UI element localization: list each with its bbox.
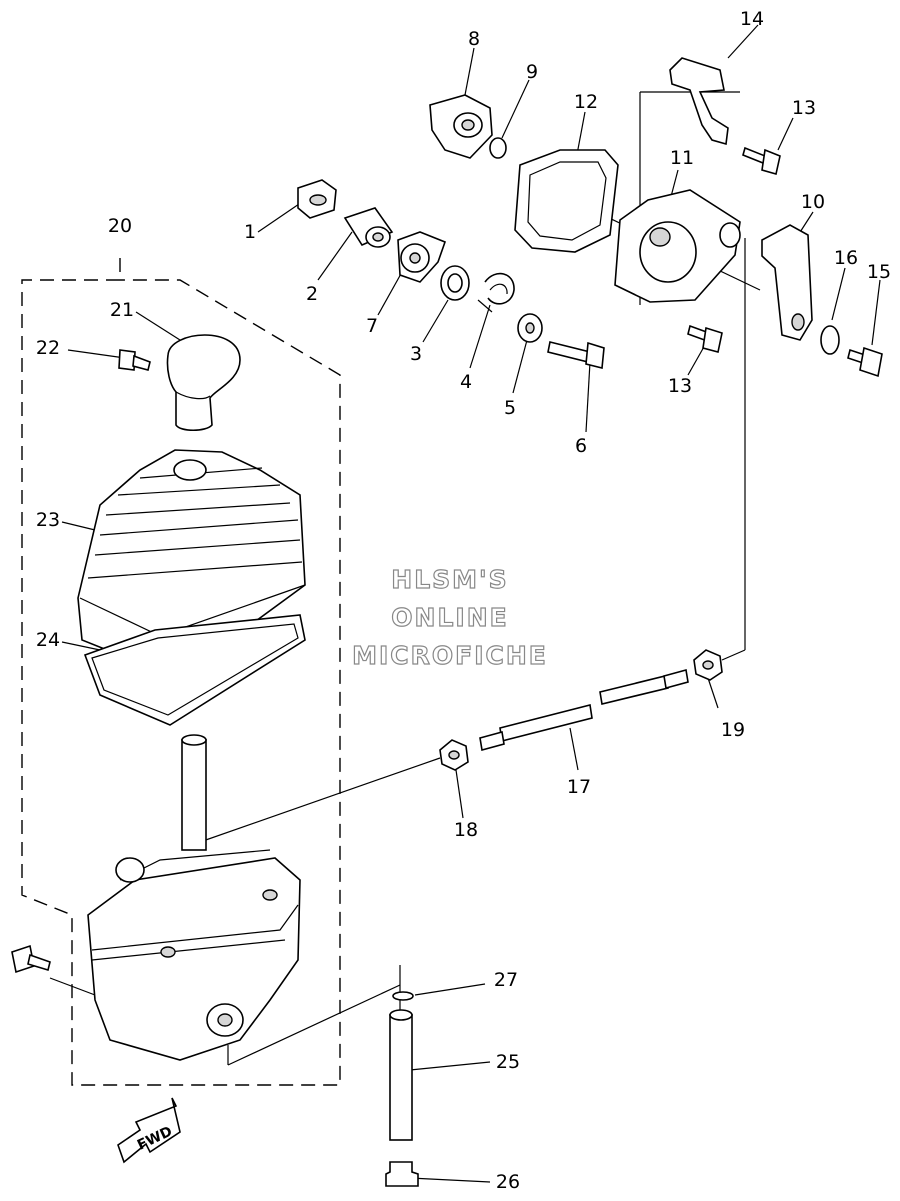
- callout-3: 3: [410, 343, 422, 365]
- part-10-arm: [761, 224, 813, 341]
- part-4-spring: [477, 272, 515, 313]
- part-25-tube: [389, 1009, 413, 1141]
- callout-19: 19: [721, 719, 745, 741]
- callout-23: 23: [36, 509, 60, 531]
- assembly-boundary: [21, 258, 341, 1086]
- callout-11: 11: [670, 147, 694, 169]
- part-22-screw: [118, 349, 151, 371]
- callout-27: 27: [494, 969, 518, 991]
- part-27-clip: [392, 991, 414, 1001]
- watermark-line-1: HLSM'S: [391, 565, 508, 594]
- callout-5: 5: [504, 397, 516, 419]
- callout-14: 14: [740, 8, 764, 30]
- callout-20: 20: [108, 215, 132, 237]
- callout-24: 24: [36, 629, 60, 651]
- callout-18: 18: [454, 819, 478, 841]
- callout-8: 8: [468, 28, 480, 50]
- callout-6: 6: [575, 435, 587, 457]
- part-18-nut: [439, 739, 469, 771]
- side-bolt: [11, 944, 51, 974]
- part-9-oring: [489, 137, 507, 159]
- part-17-rod: [479, 668, 689, 752]
- part-13-bolt-lower: [687, 324, 723, 353]
- callout-9: 9: [526, 61, 538, 83]
- part-14-clamp: [669, 57, 729, 146]
- part-12-gasket: [514, 149, 619, 253]
- part-1-lever: [297, 179, 337, 219]
- callout-1: 1: [244, 221, 256, 243]
- lever-shaft: [181, 734, 207, 851]
- part-24-gasket: [83, 614, 306, 726]
- callout-7: 7: [366, 315, 378, 337]
- callout-22: 22: [36, 337, 60, 359]
- part-5-washer: [517, 313, 543, 343]
- part-21-knob: [166, 334, 241, 432]
- part-15-bolt: [847, 346, 883, 378]
- fwd-arrow-icon: FWD: [117, 1097, 181, 1164]
- callout-13-lower: 13: [668, 375, 692, 397]
- part-16-washer: [820, 325, 840, 355]
- watermark-line-2: ONLINE: [391, 603, 508, 632]
- callout-21: 21: [110, 299, 134, 321]
- callout-16: 16: [834, 247, 858, 269]
- part-26-plug: [385, 1161, 419, 1187]
- part-11-housing: [614, 189, 741, 303]
- part-8-switch: [429, 94, 493, 159]
- part-13-bolt-top: [742, 146, 781, 176]
- part-2-bushing: [343, 207, 394, 248]
- callout-10: 10: [801, 191, 825, 213]
- part-7-gear: [397, 231, 447, 283]
- control-box: [87, 849, 301, 1061]
- part-19-nut: [693, 649, 723, 681]
- callout-labels: 1 2 3 4 5 6 7 8 9 10 11 12 13 13 14 15 1…: [36, 8, 891, 1193]
- callout-2: 2: [306, 283, 318, 305]
- callout-12: 12: [574, 91, 598, 113]
- callout-4: 4: [460, 371, 472, 393]
- callout-13-top: 13: [792, 97, 816, 119]
- part-6-bolt: [547, 341, 605, 370]
- watermark-line-3: MICROFICHE: [352, 641, 548, 670]
- callout-17: 17: [567, 776, 591, 798]
- callout-15: 15: [867, 261, 891, 283]
- callout-25: 25: [496, 1051, 520, 1073]
- callout-26: 26: [496, 1171, 520, 1193]
- part-3-washer: [440, 265, 470, 301]
- watermark: HLSM'S ONLINE MICROFICHE: [352, 564, 548, 670]
